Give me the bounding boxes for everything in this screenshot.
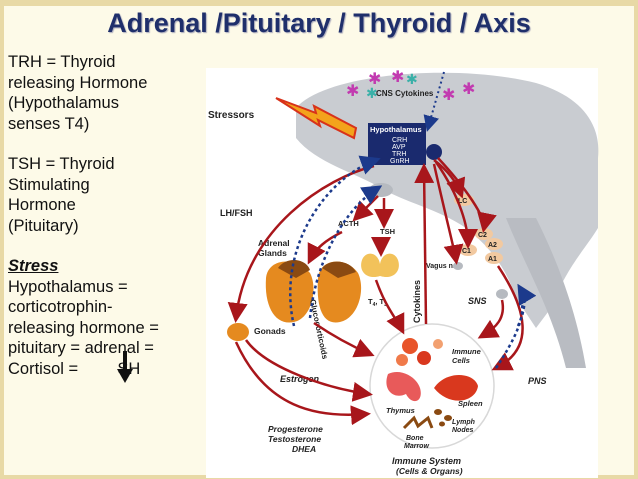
hormone-gnrh: GnRH	[390, 158, 409, 165]
dhea-label: DHEA	[292, 444, 316, 454]
trh-line-4: senses T4)	[8, 114, 90, 133]
a1-nucleus	[485, 252, 503, 264]
svg-text:✱: ✱	[391, 68, 404, 86]
hormone-crh: CRH	[392, 137, 407, 144]
sns-node	[496, 289, 508, 299]
stressors-label: Stressors	[208, 110, 255, 121]
c2-label: C2	[478, 232, 487, 239]
trh-line-1: TRH = Thyroid	[8, 53, 116, 71]
cortisol-prefix: Cortisol =	[8, 359, 79, 378]
hormone-avp: AVP	[392, 144, 406, 151]
testosterone-label: Testosterone	[268, 434, 321, 444]
c1-label: C1	[462, 248, 471, 255]
stress-line-2: corticotrophin-	[8, 298, 113, 316]
spleen-organ	[434, 375, 478, 401]
svg-text:✱: ✱	[366, 86, 378, 102]
adrenal-gland-left	[265, 261, 314, 323]
thymus-organ	[386, 371, 421, 402]
svg-text:✱: ✱	[462, 79, 475, 98]
stress-line-1: Hypothalamus =	[8, 277, 128, 296]
svg-text:✱: ✱	[442, 85, 455, 104]
adrenal-cortex-right	[322, 261, 356, 278]
frame-right	[634, 0, 638, 479]
gonads-icon	[227, 323, 249, 341]
gonads-label: Gonads	[254, 326, 286, 336]
tsh-line-4: (Pituitary)	[8, 216, 79, 235]
stress-line-3: releasing hormone =	[8, 318, 159, 337]
lc-label: LC	[458, 198, 467, 205]
thyroid-gland	[361, 253, 399, 278]
lh-fsh-label: LH/FSH	[220, 208, 253, 218]
cortisol-line: Cortisol = SH	[8, 350, 208, 383]
vagus-node	[453, 262, 463, 270]
slide-title: Adrenal /Pituitary / Thyroid / Axis	[107, 8, 531, 38]
stress-line-4: pituitary = adrenal =	[8, 339, 154, 357]
hpa-axis-diagram: ✱ ✱ ✱ ✱ ✱ ✱ ✱ CNS Cytokines Stressors Hy…	[206, 68, 599, 478]
acth-label: ACTH	[338, 219, 359, 228]
pituitary-gland	[369, 183, 393, 197]
hypothalamus-label: Hypothalamus	[370, 125, 422, 134]
hypothalamus-node	[426, 144, 442, 160]
lymph-nodes-label-1: Lymph	[452, 419, 475, 426]
cytokine-stars: ✱ ✱ ✱ ✱ ✱	[346, 68, 475, 104]
stressors-lightning-icon	[275, 97, 358, 140]
sns-label: SNS	[468, 296, 487, 306]
trh-line-2: releasing Hormone	[8, 73, 148, 92]
a1-label: A1	[488, 256, 497, 263]
trh-line-3: (Hypothalamus	[8, 94, 119, 112]
vagus-label: Vagus n.	[426, 263, 455, 270]
frame-top	[0, 0, 638, 6]
frame-left	[0, 0, 4, 479]
hormone-trh: TRH	[392, 151, 406, 158]
lymph-nodes-label-2: Nodes	[452, 427, 474, 434]
bone-marrow-icon	[402, 415, 434, 430]
adrenal-label-1: Adrenal	[258, 238, 290, 248]
adrenal-cortex-left	[278, 259, 310, 278]
tsh-line-1: TSH = Thyroid	[8, 155, 115, 173]
thymus-label: Thymus	[386, 406, 415, 415]
immune-system-label-1: Immune System	[392, 456, 461, 466]
stress-heading: Stress	[8, 257, 59, 275]
tsh-label: TSH	[380, 227, 395, 236]
pns-label: PNS	[528, 376, 547, 386]
cns-cytokines-label: CNS Cytokines	[376, 89, 434, 98]
immune-system-label-2: (Cells & Organs)	[396, 466, 463, 476]
cytokines-label: Cytokines	[412, 280, 422, 323]
svg-text:✱: ✱	[406, 72, 418, 88]
bone-marrow-label-2: Marrow	[404, 443, 429, 450]
cytokine-stars-teal: ✱ ✱	[366, 72, 418, 102]
immune-cells-label-1: Immune	[452, 347, 481, 356]
left-text-panel: TRH = Thyroid releasing Hormone (Hypotha…	[8, 52, 208, 383]
lymph-nodes-icon	[434, 409, 452, 427]
blue-feedback-arrows	[289, 155, 537, 369]
svg-text:✱: ✱	[368, 69, 381, 88]
spleen-label: Spleen	[458, 399, 483, 408]
immune-cells-cluster	[396, 338, 443, 366]
immune-cells-label-2: Cells	[452, 356, 470, 365]
tsh-line-3: Hormone	[8, 196, 76, 214]
a2-label: A2	[488, 242, 497, 249]
estrogen-label: Estrogen	[280, 374, 320, 384]
tsh-line-2: Stimulating	[8, 175, 90, 194]
t4-label: T4, T3	[368, 297, 387, 308]
down-arrow-icon	[117, 350, 133, 383]
bone-marrow-label-1: Bone	[406, 435, 424, 442]
adrenal-label-2: Glands	[258, 248, 287, 258]
progesterone-label: Progesterone	[268, 424, 323, 434]
svg-text:✱: ✱	[346, 81, 359, 100]
adrenal-gland-right	[317, 261, 362, 323]
brainstem	[506, 218, 586, 368]
a2-nucleus	[485, 238, 503, 250]
